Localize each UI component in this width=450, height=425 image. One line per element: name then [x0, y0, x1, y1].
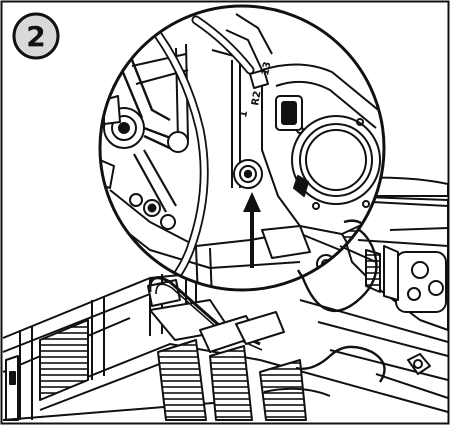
up-arrow-icon: [243, 192, 261, 268]
part-label: 1: [238, 110, 250, 119]
part-label-group: 13 R2 1: [238, 61, 273, 119]
step-number: 2: [26, 20, 45, 53]
part-label: R2: [250, 90, 263, 106]
step-badge: 2: [12, 12, 60, 60]
vehicle-body: [2, 176, 449, 421]
magnified-detail: [100, 6, 384, 290]
part-label: 13: [260, 61, 273, 77]
magnifier-connector: [339, 245, 377, 263]
magnifier-circle: [98, 4, 386, 292]
